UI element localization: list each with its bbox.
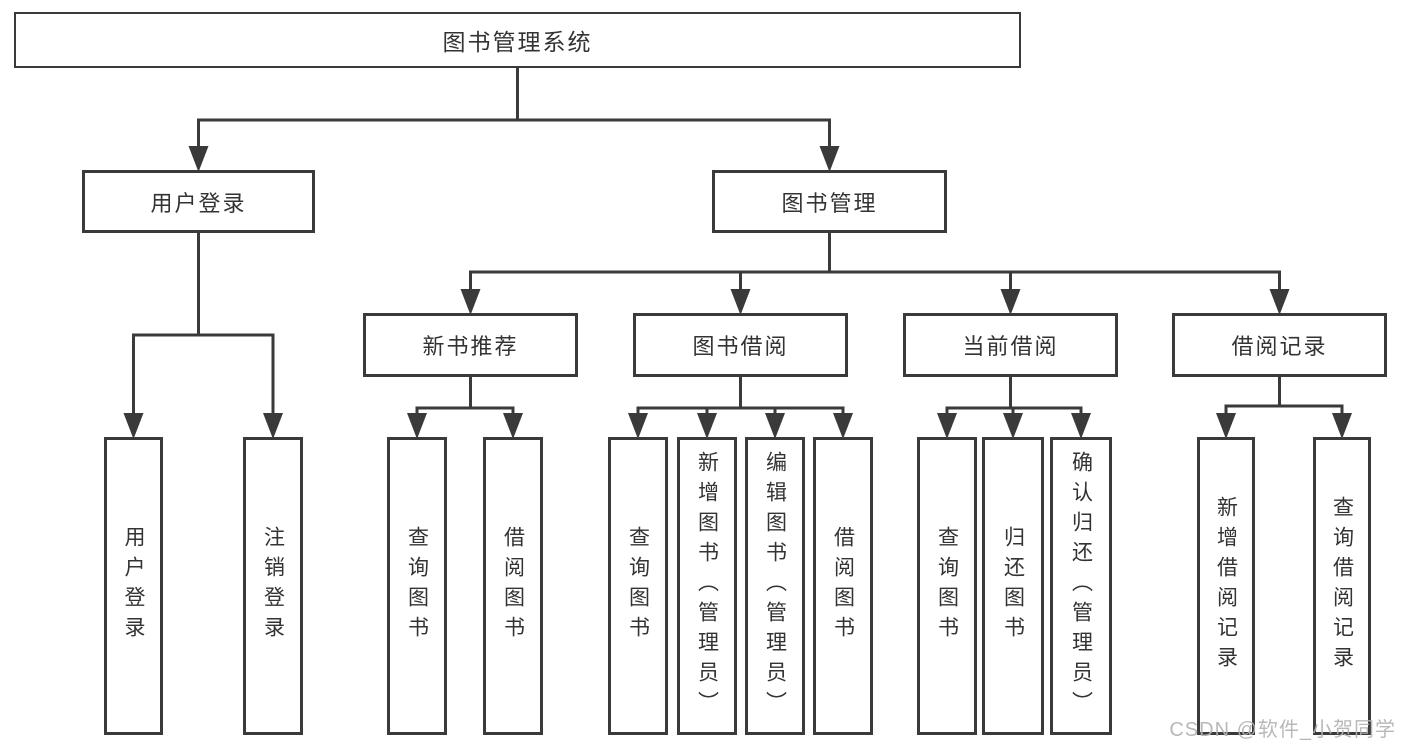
arrowhead [937,413,957,439]
arrowhead [407,413,427,439]
arrowhead [263,413,283,439]
node-bb-edit-books-admin: 编辑图书（管理员） [745,437,805,735]
node-user-login: 用户登录 [82,170,315,233]
node-book-borrowing: 图书借阅 [633,313,848,377]
node-br-query-record: 查询借阅记录 [1313,437,1371,735]
node-bb-borrow-books: 借阅图书 [813,437,873,735]
arrowhead [460,289,481,315]
node-label-new-book-recommend: 新书推荐 [422,334,519,359]
node-login: 用户登录 [104,437,163,735]
node-label-library-system: 图书管理系统 [442,29,593,55]
node-label-login: 用户登录 [122,526,145,646]
arrowhead [730,289,751,315]
node-label-logout: 注销登录 [261,526,285,646]
node-label-book-borrowing: 图书借阅 [692,334,789,359]
node-library-system: 图书管理系统 [14,12,1021,68]
node-nr-borrow-books: 借阅图书 [483,437,543,735]
node-label-nr-borrow-books: 借阅图书 [501,526,525,646]
arrowhead [1332,413,1352,439]
node-label-nr-query-books: 查询图书 [405,526,429,646]
node-label-br-add-record: 新增借阅记录 [1214,496,1238,676]
watermark: CSDN @软件_小贺同学 [1169,719,1396,741]
node-book-management: 图书管理 [712,170,947,233]
arrowhead [1216,413,1236,439]
arrowhead [765,413,785,439]
arrowhead [188,146,209,172]
node-label-current-borrowing: 当前借阅 [962,334,1059,359]
node-label-bb-add-books-admin: 新增图书（管理员） [695,451,719,721]
node-label-br-query-record: 查询借阅记录 [1330,496,1354,676]
node-logout: 注销登录 [243,437,303,735]
node-bb-add-books-admin: 新增图书（管理员） [677,437,737,735]
arrowhead [697,413,717,439]
arrowhead [1003,413,1023,439]
arrowhead [503,413,523,439]
node-borrow-records: 借阅记录 [1172,313,1387,377]
node-current-borrowing: 当前借阅 [903,313,1118,377]
node-label-cb-return-books: 归还图书 [1001,526,1025,646]
arrowhead [1071,413,1091,439]
node-bb-query-books: 查询图书 [608,437,668,735]
arrowhead [833,413,853,439]
node-cb-query-books: 查询图书 [917,437,977,735]
node-label-cb-query-books: 查询图书 [935,526,959,646]
node-label-book-management: 图书管理 [781,190,878,216]
arrowhead [819,146,840,172]
node-br-add-record: 新增借阅记录 [1197,437,1255,735]
node-label-user-login: 用户登录 [150,190,247,216]
arrowhead [628,413,648,439]
node-label-cb-confirm-return-admin: 确认归还（管理员） [1069,451,1093,721]
arrowhead [1000,289,1021,315]
arrowhead [123,413,144,439]
node-cb-confirm-return-admin: 确认归还（管理员） [1050,437,1112,735]
arrowhead [1269,289,1290,315]
connector-path [132,66,1344,415]
node-cb-return-books: 归还图书 [982,437,1044,735]
node-label-bb-borrow-books: 借阅图书 [831,526,855,646]
node-label-borrow-records: 借阅记录 [1231,334,1328,359]
node-nr-query-books: 查询图书 [387,437,447,735]
node-new-book-recommend: 新书推荐 [363,313,578,377]
node-label-bb-query-books: 查询图书 [626,526,650,646]
node-label-bb-edit-books-admin: 编辑图书（管理员） [763,451,787,721]
